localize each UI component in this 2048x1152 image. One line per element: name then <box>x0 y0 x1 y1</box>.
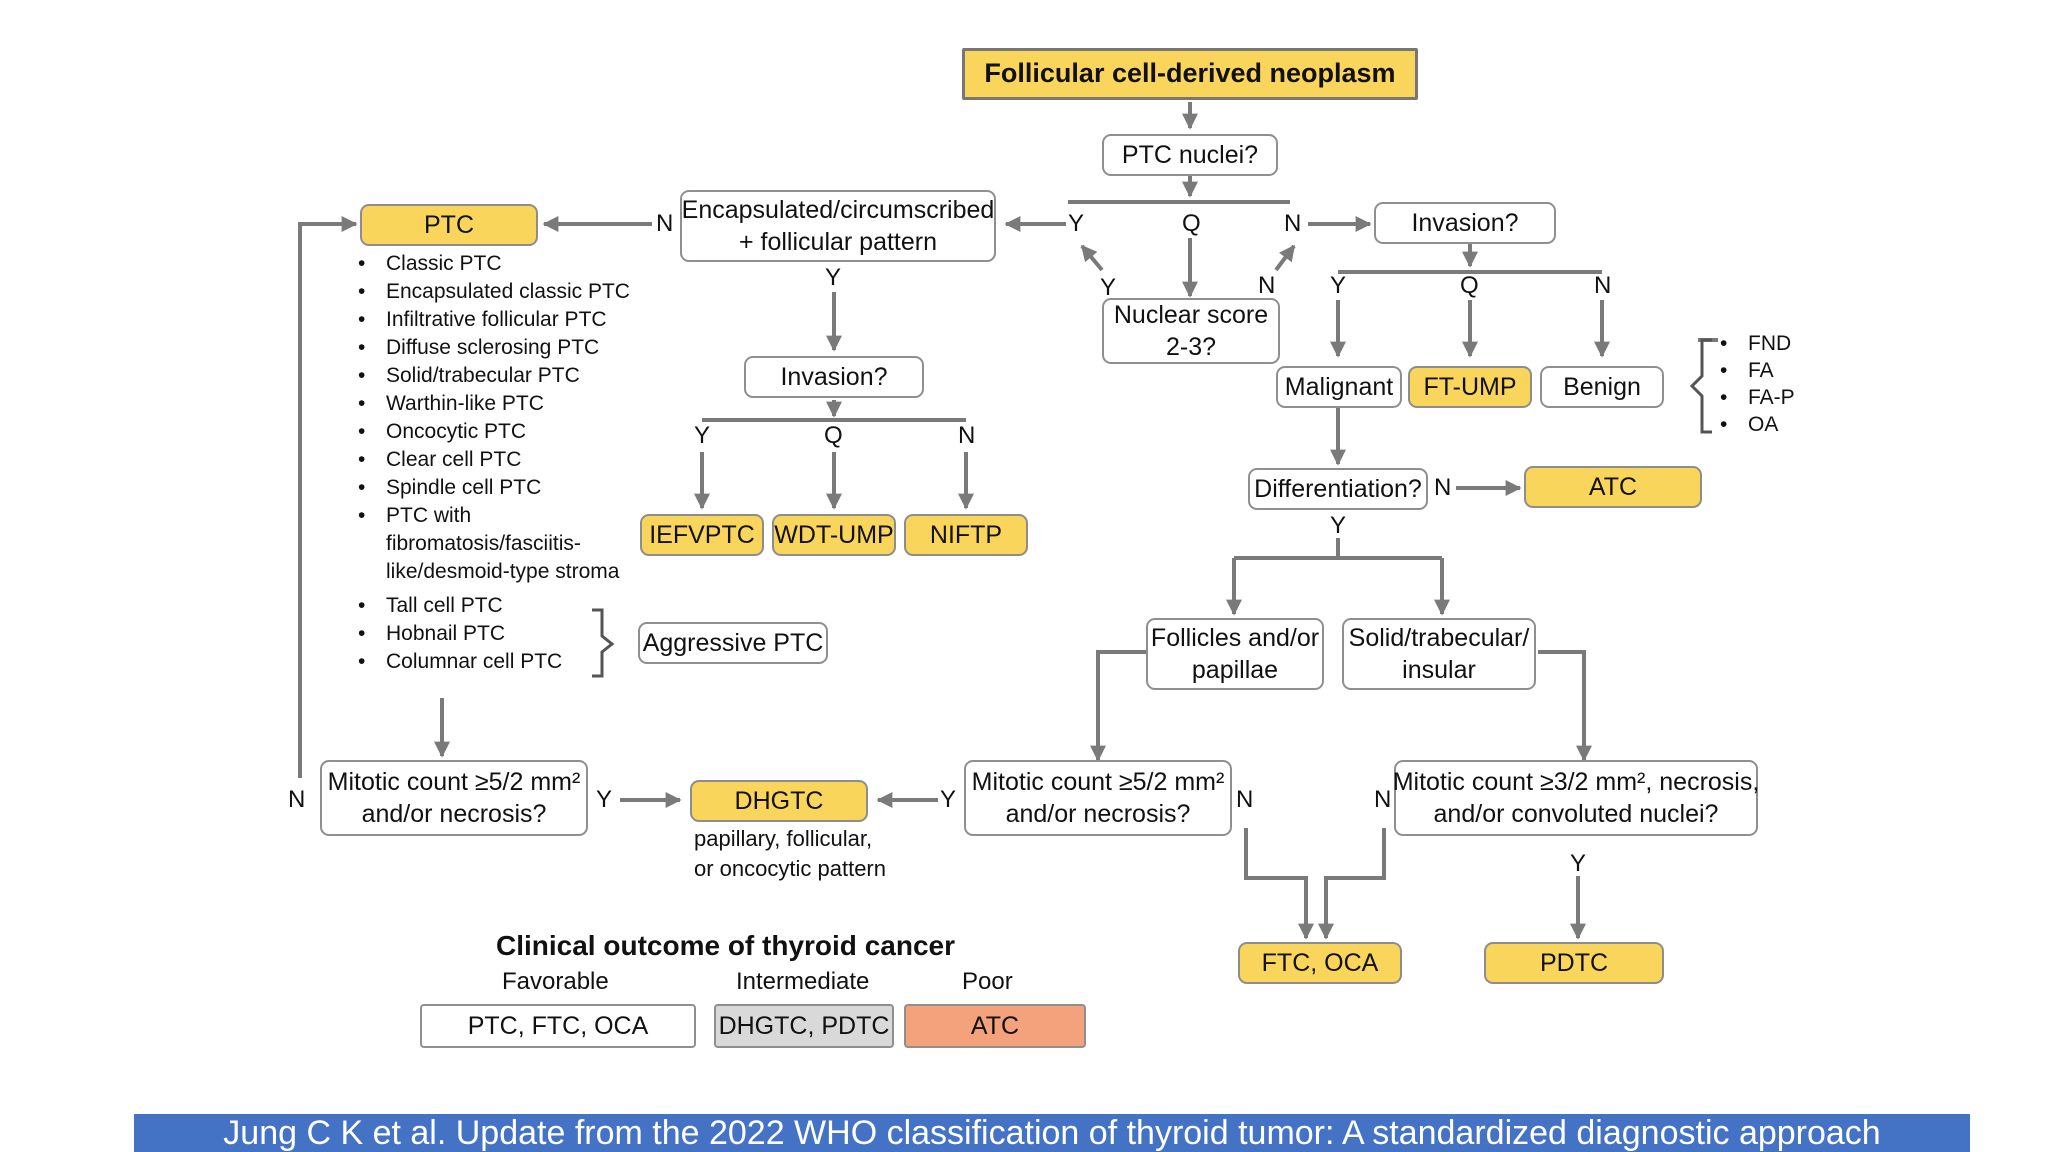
ptc-node: PTC <box>360 204 538 246</box>
root-node: Follicular cell-derived neoplasm <box>962 48 1418 100</box>
invasion-right-question: Invasion? <box>1374 202 1556 244</box>
list-item: OA <box>1718 411 1795 438</box>
edge-label-n: N <box>288 786 306 813</box>
edge-label-n: N <box>958 422 976 449</box>
mitotic-mid-question: Mitotic count ≥5/2 mm² and/or necrosis? <box>964 760 1232 836</box>
legend-poor-box: ATC <box>904 1004 1086 1048</box>
solid-trabecular-node: Solid/trabecular/ insular <box>1342 618 1536 690</box>
edge-label-n: N <box>1258 272 1276 299</box>
legend-intermediate-label: Intermediate <box>736 968 870 995</box>
differentiation-question: Differentiation? <box>1248 468 1428 510</box>
list-item: Classic PTC <box>356 250 656 278</box>
list-item: FA <box>1718 357 1795 384</box>
edge-label-y: Y <box>1330 512 1347 539</box>
ftc-oca-node: FTC, OCA <box>1238 942 1402 984</box>
list-item: Infiltrative follicular PTC <box>356 306 656 334</box>
edge-label-n: N <box>656 210 674 237</box>
wdt-ump-node: WDT-UMP <box>772 514 896 556</box>
ptc-subtype-list: Classic PTC Encapsulated classic PTC Inf… <box>356 250 656 586</box>
edge-label-y: Y <box>596 786 613 813</box>
encapsulated-question: Encapsulated/circumscribed + follicular … <box>680 190 996 262</box>
list-item: FA-P <box>1718 384 1795 411</box>
legend-title: Clinical outcome of thyroid cancer <box>496 930 955 961</box>
nuclear-score-question: Nuclear score 2-3? <box>1102 298 1280 364</box>
edge-label-n: N <box>1594 272 1612 299</box>
dhgtc-note: papillary, follicular, or oncocytic patt… <box>694 826 886 881</box>
dhgtc-node: DHGTC <box>690 780 868 822</box>
niftp-node: NIFTP <box>904 514 1028 556</box>
atc-node: ATC <box>1524 466 1702 508</box>
list-item: Warthin-like PTC <box>356 390 656 418</box>
edge-label-n: N <box>1236 786 1254 813</box>
edge-label-n: N <box>1284 210 1302 237</box>
legend-favorable-label: Favorable <box>502 968 609 995</box>
edge-label-y: Y <box>825 264 842 291</box>
edge-label-q: Q <box>1460 272 1479 299</box>
list-item: FND <box>1718 330 1795 357</box>
malignant-node: Malignant <box>1276 366 1402 408</box>
aggressive-ptc-node: Aggressive PTC <box>638 622 828 664</box>
edge-label-y: Y <box>940 786 957 813</box>
list-item: Spindle cell PTC <box>356 474 656 502</box>
mitotic-left-question: Mitotic count ≥5/2 mm² and/or necrosis? <box>320 760 588 836</box>
list-item: Solid/trabecular PTC <box>356 362 656 390</box>
list-item: Tall cell PTC <box>356 592 562 620</box>
list-item: Diffuse sclerosing PTC <box>356 334 656 362</box>
legend-poor-label: Poor <box>962 968 1013 995</box>
pdtc-node: PDTC <box>1484 942 1664 984</box>
list-item: Clear cell PTC <box>356 446 656 474</box>
list-item: Oncocytic PTC <box>356 418 656 446</box>
edge-label-q: Q <box>824 422 843 449</box>
edge-label-y: Y <box>1330 272 1347 299</box>
edge-label-n: N <box>1434 474 1452 501</box>
list-item: Encapsulated classic PTC <box>356 278 656 306</box>
mitotic-right-question: Mitotic count ≥3/2 mm², necrosis, and/or… <box>1393 760 1759 836</box>
edge-label-y: Y <box>694 422 711 449</box>
list-item: PTC with fibromatosis/fasciitis-like/des… <box>356 502 626 586</box>
benign-node: Benign <box>1540 366 1664 408</box>
follicles-node: Follicles and/or papillae <box>1146 618 1324 690</box>
list-item: Hobnail PTC <box>356 620 562 648</box>
edge-label-n: N <box>1374 786 1392 813</box>
aggressive-subtype-list: Tall cell PTC Hobnail PTC Columnar cell … <box>356 592 562 676</box>
legend-favorable-box: PTC, FTC, OCA <box>420 1004 696 1048</box>
ptc-nuclei-question: PTC nuclei? <box>1102 134 1278 176</box>
edge-label-y: Y <box>1068 210 1085 237</box>
benign-subtype-list: FND FA FA-P OA <box>1718 330 1795 438</box>
citation-footer: Jung C K et al. Update from the 2022 WHO… <box>134 1114 1970 1152</box>
edge-label-q: Q <box>1182 210 1201 237</box>
legend-intermediate-box: DHGTC, PDTC <box>714 1004 894 1048</box>
iefvptc-node: IEFVPTC <box>640 514 764 556</box>
edge-label-y: Y <box>1570 850 1587 877</box>
list-item: Columnar cell PTC <box>356 648 562 676</box>
invasion-left-question: Invasion? <box>744 356 924 398</box>
ft-ump-node: FT-UMP <box>1408 366 1532 408</box>
edge-label-y: Y <box>1100 274 1117 301</box>
